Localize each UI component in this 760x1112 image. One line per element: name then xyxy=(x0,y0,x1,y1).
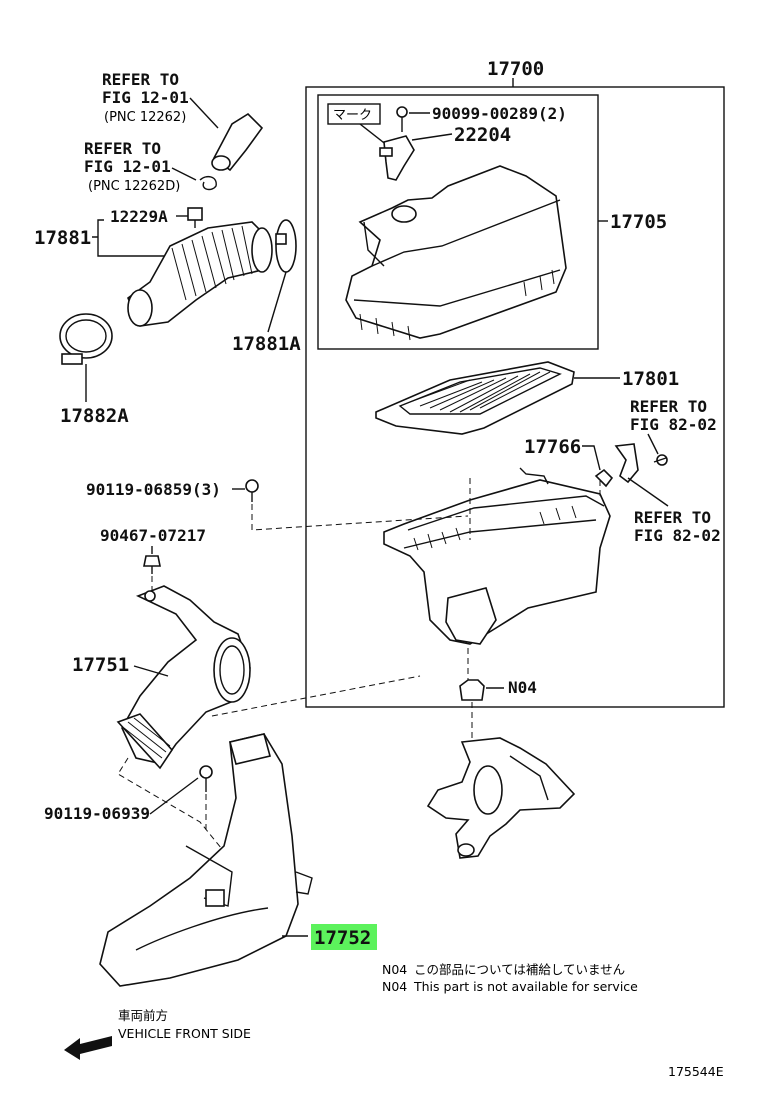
front-side-label-en: VEHICLE FRONT SIDE xyxy=(118,1026,251,1041)
part-label-22204[interactable]: 22204 xyxy=(454,124,511,146)
pcv-valve-icon xyxy=(187,207,203,228)
air-cleaner-case-lower-icon xyxy=(383,467,611,645)
part-label-90467-07217[interactable]: 90467-07217 xyxy=(100,526,206,545)
diagram-id: 175544E xyxy=(668,1064,724,1079)
refer-fig-82-02-lower-line1[interactable]: REFER TO xyxy=(634,508,711,527)
screw-90099-icon xyxy=(396,106,408,132)
assembly-box-17705 xyxy=(317,94,599,350)
air-cleaner-cap-icon xyxy=(345,165,567,341)
note-n04-code-jp: N04 xyxy=(382,962,407,977)
vacuum-hose-icon xyxy=(211,112,264,172)
mount-bracket-icon xyxy=(426,737,576,859)
bolt-90119-06939-icon xyxy=(199,765,213,792)
hose-clamp-17882a-icon xyxy=(59,313,113,365)
part-label-17752[interactable]: 17752 xyxy=(314,927,371,949)
refer-fig-12-01-b-line2[interactable]: FIG 12-01 xyxy=(84,157,171,176)
vehicle-front-arrow-icon xyxy=(64,1036,112,1060)
refer-fig-12-01-a-line2[interactable]: FIG 12-01 xyxy=(102,88,189,107)
refer-fig-12-01-a-line1[interactable]: REFER TO xyxy=(102,70,179,89)
part-label-17881a[interactable]: 17881A xyxy=(232,333,301,355)
highlight-17752 xyxy=(311,924,377,950)
note-n04-text-en: This part is not available for service xyxy=(413,979,638,994)
part-label-90099-00289[interactable]: 90099-00289(2) xyxy=(432,104,567,123)
refer-fig-82-02-lower-line2[interactable]: FIG 82-02 xyxy=(634,526,721,545)
refer-fig-12-01-b-line1[interactable]: REFER TO xyxy=(84,139,161,158)
refer-fig-82-02-upper-line1[interactable]: REFER TO xyxy=(630,397,707,416)
note-n04-code-en: N04 xyxy=(382,979,407,994)
bracket-icon xyxy=(614,443,668,484)
part-label-90119-06859[interactable]: 90119-06859(3) xyxy=(86,480,221,499)
lower-duct-17752-icon xyxy=(99,733,313,987)
part-label-17751[interactable]: 17751 xyxy=(72,654,129,676)
air-filter-element-icon xyxy=(375,361,575,435)
part-label-17881[interactable]: 17881 xyxy=(34,227,91,249)
part-label-17882a[interactable]: 17882A xyxy=(60,405,129,427)
part-label-17705[interactable]: 17705 xyxy=(610,211,667,233)
part-label-17766[interactable]: 17766 xyxy=(524,436,581,458)
mark-label: マーク xyxy=(333,108,372,123)
part-label-90119-06939[interactable]: 90119-06939 xyxy=(44,804,150,823)
assembly-box-17700 xyxy=(305,86,725,708)
clip-90467-icon xyxy=(143,555,161,574)
airflow-sensor-22204-icon xyxy=(379,135,415,181)
screw-90119-06859-icon xyxy=(245,479,259,502)
part-label-12229a[interactable]: 12229A xyxy=(110,207,168,226)
intake-hose-17881-icon xyxy=(127,221,273,327)
refer-fig-82-02-upper-line2[interactable]: FIG 82-02 xyxy=(630,415,717,434)
part-label-n04[interactable]: N04 xyxy=(508,678,537,697)
hose-clip-icon xyxy=(199,175,217,191)
part-label-17700[interactable]: 17700 xyxy=(487,58,544,80)
note-n04-text-jp: この部品については補給していません xyxy=(414,962,625,977)
refer-pnc-12262d[interactable]: (PNC 12262D) xyxy=(88,179,180,194)
clip-17766-icon xyxy=(594,468,614,488)
grommet-n04-icon xyxy=(459,679,485,701)
inlet-duct-17751-icon xyxy=(116,585,251,770)
part-label-17801[interactable]: 17801 xyxy=(622,368,679,390)
hose-clamp-17881a-icon xyxy=(275,219,297,273)
mark-box xyxy=(327,103,381,125)
refer-pnc-12262[interactable]: (PNC 12262) xyxy=(104,110,186,125)
front-side-label-jp: 車両前方 xyxy=(118,1008,168,1023)
